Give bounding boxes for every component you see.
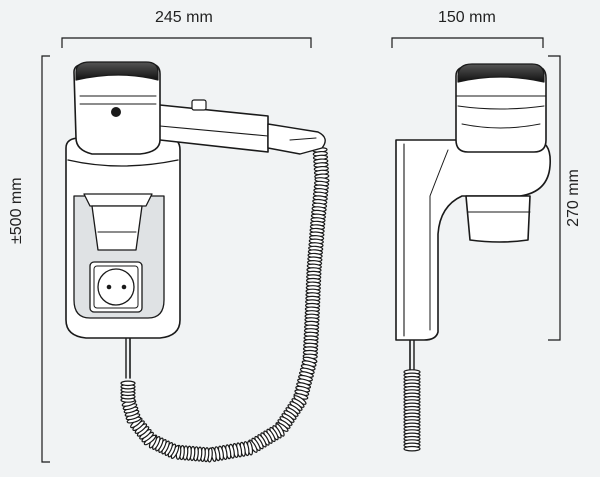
dim-total-height-line bbox=[41, 55, 50, 463]
front-view bbox=[65, 61, 330, 463]
dim-side-height-label: 270 mm bbox=[565, 169, 582, 227]
dryer-dark-cap bbox=[75, 61, 159, 81]
dim-front-width-line bbox=[61, 37, 312, 48]
dimension-lines bbox=[41, 37, 561, 463]
side-view bbox=[395, 63, 552, 452]
socket-pin-right bbox=[121, 284, 127, 290]
side-coiled-cord bbox=[403, 369, 421, 452]
dim-front-width-label: 245 mm bbox=[155, 9, 213, 26]
dim-side-width-label: 150 mm bbox=[438, 9, 496, 26]
socket-pin-left bbox=[106, 284, 112, 290]
dryer-switch bbox=[191, 99, 207, 111]
dim-side-width-line bbox=[391, 37, 544, 48]
dim-total-height-label: ±500 mm bbox=[8, 177, 25, 244]
cord-coil-loop bbox=[120, 380, 136, 387]
holder-cup bbox=[83, 193, 153, 207]
dim-side-height-line bbox=[548, 55, 561, 341]
dryer-button bbox=[111, 107, 121, 117]
side-nozzle bbox=[465, 195, 531, 243]
side-bracket bbox=[395, 139, 552, 341]
coiled-cord bbox=[120, 147, 330, 463]
cord-coil-loop bbox=[403, 445, 421, 452]
